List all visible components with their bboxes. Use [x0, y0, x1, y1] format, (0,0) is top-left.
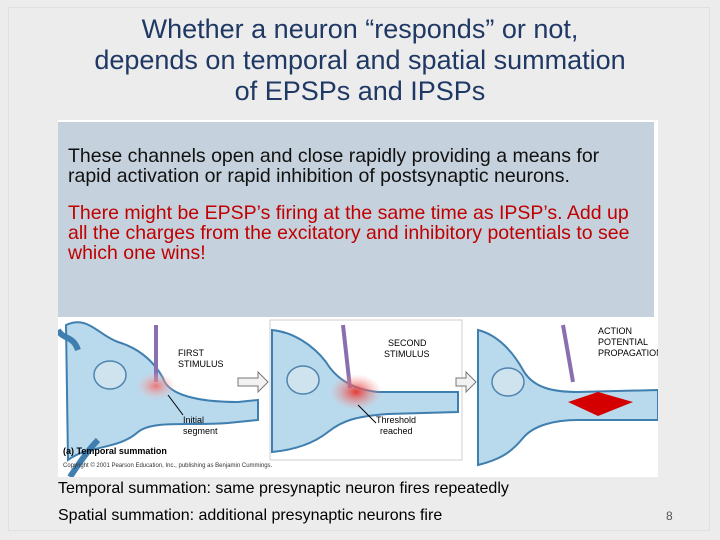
title-line-2: depends on temporal and spatial summatio…	[94, 45, 626, 75]
callout-text-black: These channels open and close rapidly pr…	[68, 145, 600, 187]
panel-second-stimulus	[269, 319, 463, 461]
dendrite-2	[67, 437, 101, 477]
label-threshold-2: reached	[380, 426, 413, 436]
title-line-3: of EPSPs and IPSPs	[234, 76, 486, 106]
label-initial-1: Initial	[183, 415, 204, 425]
nucleus-3	[491, 367, 525, 397]
label-first-stimulus-2: STIMULUS	[178, 359, 224, 369]
label-action-1: ACTION	[598, 326, 632, 336]
page-number: 8	[666, 509, 673, 523]
stimulus-glow-2	[330, 374, 382, 410]
label-first-stimulus-1: FIRST	[178, 348, 205, 358]
caption-spatial: Spatial summation: additional presynapti…	[58, 507, 443, 524]
label-initial-2: segment	[183, 426, 218, 436]
label-threshold-1: Threshold	[376, 415, 416, 425]
neuron-body-3	[477, 328, 658, 467]
arrow-2	[455, 370, 477, 394]
label-action-2: POTENTIAL	[598, 337, 648, 347]
nucleus-1	[93, 360, 127, 390]
copyright-text: Copyright © 2001 Pearson Education, Inc.…	[63, 462, 273, 469]
action-label-box	[593, 325, 655, 365]
label-second-stimulus-2: STIMULUS	[384, 349, 430, 359]
neuron-diagram: FIRST STIMULUS Initial segment SECOND ST…	[58, 319, 658, 477]
panel-caption: (a) Temporal summation	[63, 446, 167, 456]
action-potential-wave	[568, 392, 633, 416]
slide-title: Whether a neuron “responds” or not, depe…	[30, 14, 690, 107]
panel-action-potential	[477, 324, 658, 467]
stimulus-glow-1	[136, 372, 176, 400]
callout-box: These channels open and close rapidly pr…	[58, 122, 654, 317]
nucleus-2	[286, 365, 320, 395]
caption-temporal: Temporal summation: same presynaptic neu…	[58, 480, 509, 497]
title-line-1: Whether a neuron “responds” or not,	[141, 14, 579, 44]
initial-segment-pointer	[167, 394, 184, 416]
arrow-1	[237, 370, 269, 394]
threshold-pointer	[357, 404, 377, 424]
dendrite-1	[58, 328, 81, 352]
label-action-3: PROPAGATION	[598, 348, 658, 358]
callout-text-red: There might be EPSP’s firing at the same…	[68, 202, 630, 264]
panel-first-stimulus	[58, 321, 259, 477]
label-second-stimulus-1: SECOND	[388, 338, 427, 348]
presynaptic-axon-3	[561, 324, 575, 383]
